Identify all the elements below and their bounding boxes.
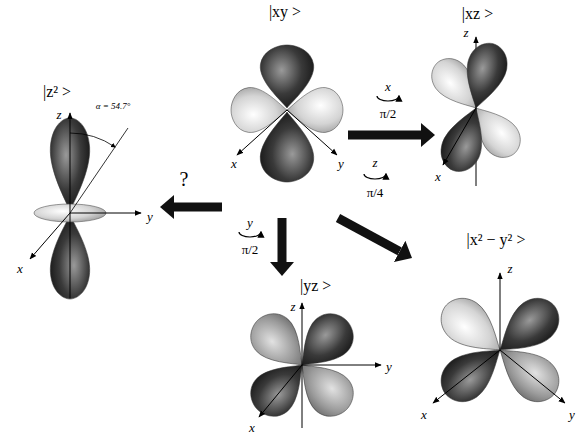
axis-label: z	[507, 262, 512, 275]
axis-label: y	[338, 157, 344, 170]
axis	[443, 108, 476, 165]
orbital-node: |yz >	[225, 276, 390, 432]
rotation-angle: ?	[180, 169, 189, 189]
axis	[30, 213, 70, 259]
dxy-orbital	[231, 45, 343, 182]
block-arrow	[338, 218, 400, 251]
axis-label: z	[463, 26, 468, 39]
angle-arc	[70, 133, 115, 147]
rotation-angle: π/4	[367, 186, 384, 199]
axis-label: x	[249, 421, 255, 434]
axis-label: y	[569, 408, 575, 421]
orbital-label: |z² >	[43, 84, 71, 101]
lobe	[432, 333, 514, 411]
rotation-arrow	[364, 174, 386, 179]
axis	[500, 350, 565, 403]
axis	[70, 213, 141, 214]
rotation-arrow	[239, 232, 261, 237]
orbital-node: |xy >	[222, 2, 348, 218]
orbital-label: |xy >	[269, 4, 301, 21]
dyz-orbital	[242, 303, 381, 428]
axis-label: x	[385, 80, 391, 93]
rotation-angle: π/2	[242, 243, 259, 256]
dx2y2-orbital	[432, 273, 568, 411]
axis	[259, 365, 302, 417]
axis-label: y	[147, 210, 153, 223]
axis-label: y	[386, 360, 392, 373]
orbital-node: |x² − y² >	[412, 228, 580, 428]
orbital-label: |xz >	[462, 6, 493, 23]
orbital-label: |x² − y² >	[467, 232, 526, 249]
block-arrow	[174, 203, 222, 212]
axis-label: z	[290, 300, 295, 313]
lobe	[260, 112, 313, 182]
axis-label: z	[372, 156, 377, 169]
block-arrow	[278, 218, 287, 262]
axis	[500, 273, 501, 350]
rotation-arrow	[377, 96, 399, 101]
angle-label: α = 54.7°	[96, 102, 131, 111]
axis	[302, 365, 381, 366]
dxz-orbital	[424, 37, 528, 186]
rotation-angle: π/2	[380, 107, 397, 120]
axis	[70, 113, 71, 298]
axis-label: x	[231, 157, 237, 170]
orbital-label: |yz >	[300, 278, 331, 295]
axis	[433, 350, 500, 403]
lobe	[242, 349, 318, 425]
axis-label: x	[421, 408, 427, 421]
axis-label: z	[56, 108, 61, 121]
block-arrow	[348, 131, 421, 140]
angle-line	[70, 128, 128, 213]
lobe	[435, 101, 495, 177]
orbital-node: |xz >	[435, 4, 520, 190]
dz2-orbital	[30, 113, 141, 299]
axis-label: y	[247, 216, 253, 229]
orbital-node: |z² >	[8, 80, 160, 300]
lobe	[486, 333, 568, 411]
axis-label: x	[17, 262, 23, 275]
lobe	[457, 39, 512, 113]
axis-label: x	[435, 170, 441, 183]
